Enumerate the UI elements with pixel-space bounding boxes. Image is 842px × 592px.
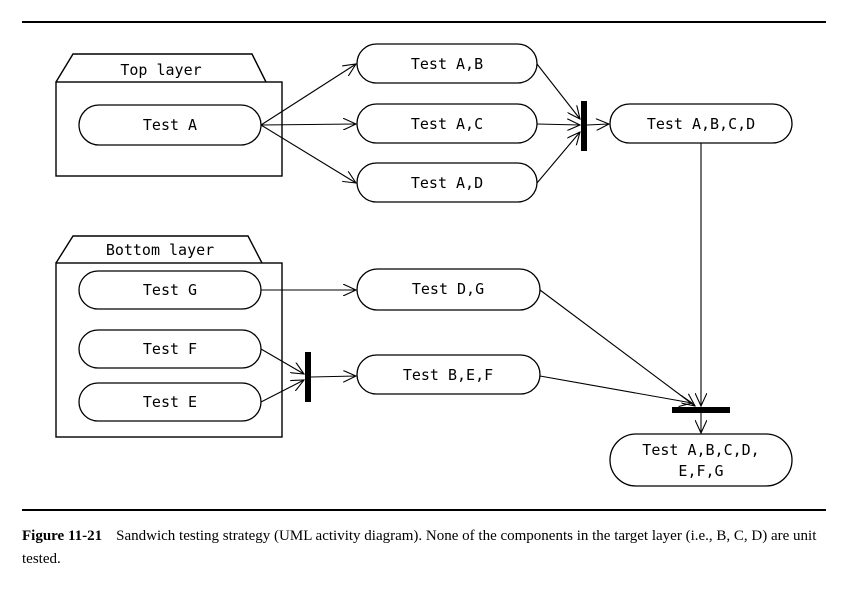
activity-test-f: Test F	[78, 329, 262, 369]
activity-test-bef: Test B,E,F	[356, 354, 541, 395]
svg-text:Test A,B: Test A,B	[411, 55, 483, 73]
activity-test-abcd: Test A,B,C,D	[609, 103, 793, 144]
sync-bar-bottom-layer	[305, 352, 311, 402]
arrow-a-to-ac	[260, 124, 356, 125]
figure-label: Figure 11-21	[22, 528, 103, 544]
svg-text:E,F,G: E,F,G	[678, 462, 723, 480]
package-bottom-title: Bottom layer	[106, 241, 214, 259]
package-top-title: Top layer	[120, 61, 201, 79]
svg-text:Test A,B,C,D: Test A,B,C,D	[647, 115, 755, 133]
arrow-a-to-ad	[260, 124, 356, 183]
svg-text:Test A,C: Test A,C	[411, 115, 483, 133]
activity-test-e: Test E	[78, 382, 262, 422]
package-top-body	[55, 81, 283, 177]
arrow-a-to-ab	[260, 64, 356, 126]
activity-test-all: Test A,B,C,D, E,F,G	[609, 433, 793, 487]
package-top-tab	[55, 53, 267, 83]
activity-test-ac: Test A,C	[356, 103, 538, 144]
transitions	[260, 63, 701, 433]
arrow-ad-to-sync	[536, 132, 580, 184]
svg-text:Test A,B,C,D,: Test A,B,C,D,	[642, 441, 759, 459]
svg-text:Test F: Test F	[143, 340, 197, 358]
activity-test-ad: Test A,D	[356, 162, 538, 203]
sync-bar-top	[581, 101, 587, 151]
sync-bar-final	[672, 407, 730, 413]
svg-text:Test D,G: Test D,G	[412, 280, 484, 298]
arrow-sync-to-abcd	[586, 124, 609, 125]
package-bottom-body	[55, 262, 283, 438]
activity-test-g: Test G	[78, 270, 262, 310]
arrow-bef-to-final	[539, 375, 692, 403]
svg-text:Test G: Test G	[143, 281, 197, 299]
arrow-f-to-sync	[260, 348, 304, 374]
activity-test-dg: Test D,G	[356, 268, 541, 311]
arrow-dg-to-final	[539, 289, 695, 406]
package-top-layer: Top layer	[55, 53, 283, 177]
svg-text:Test B,E,F: Test B,E,F	[403, 366, 493, 384]
package-bottom-tab	[55, 235, 263, 264]
arrow-ac-to-sync	[536, 124, 580, 125]
svg-text:Test E: Test E	[143, 393, 197, 411]
arrow-e-to-sync	[260, 380, 304, 403]
activity-test-ab: Test A,B	[356, 43, 538, 84]
svg-text:Test A: Test A	[143, 116, 197, 134]
arrow-ab-to-sync	[536, 63, 580, 119]
svg-text:Test A,D: Test A,D	[411, 174, 483, 192]
figure-caption-text: Sandwich testing strategy (UML activity …	[22, 528, 817, 567]
package-bottom-layer: Bottom layer	[55, 235, 283, 438]
arrow-sync-to-bef	[310, 376, 356, 377]
activity-test-a: Test A	[78, 104, 262, 146]
